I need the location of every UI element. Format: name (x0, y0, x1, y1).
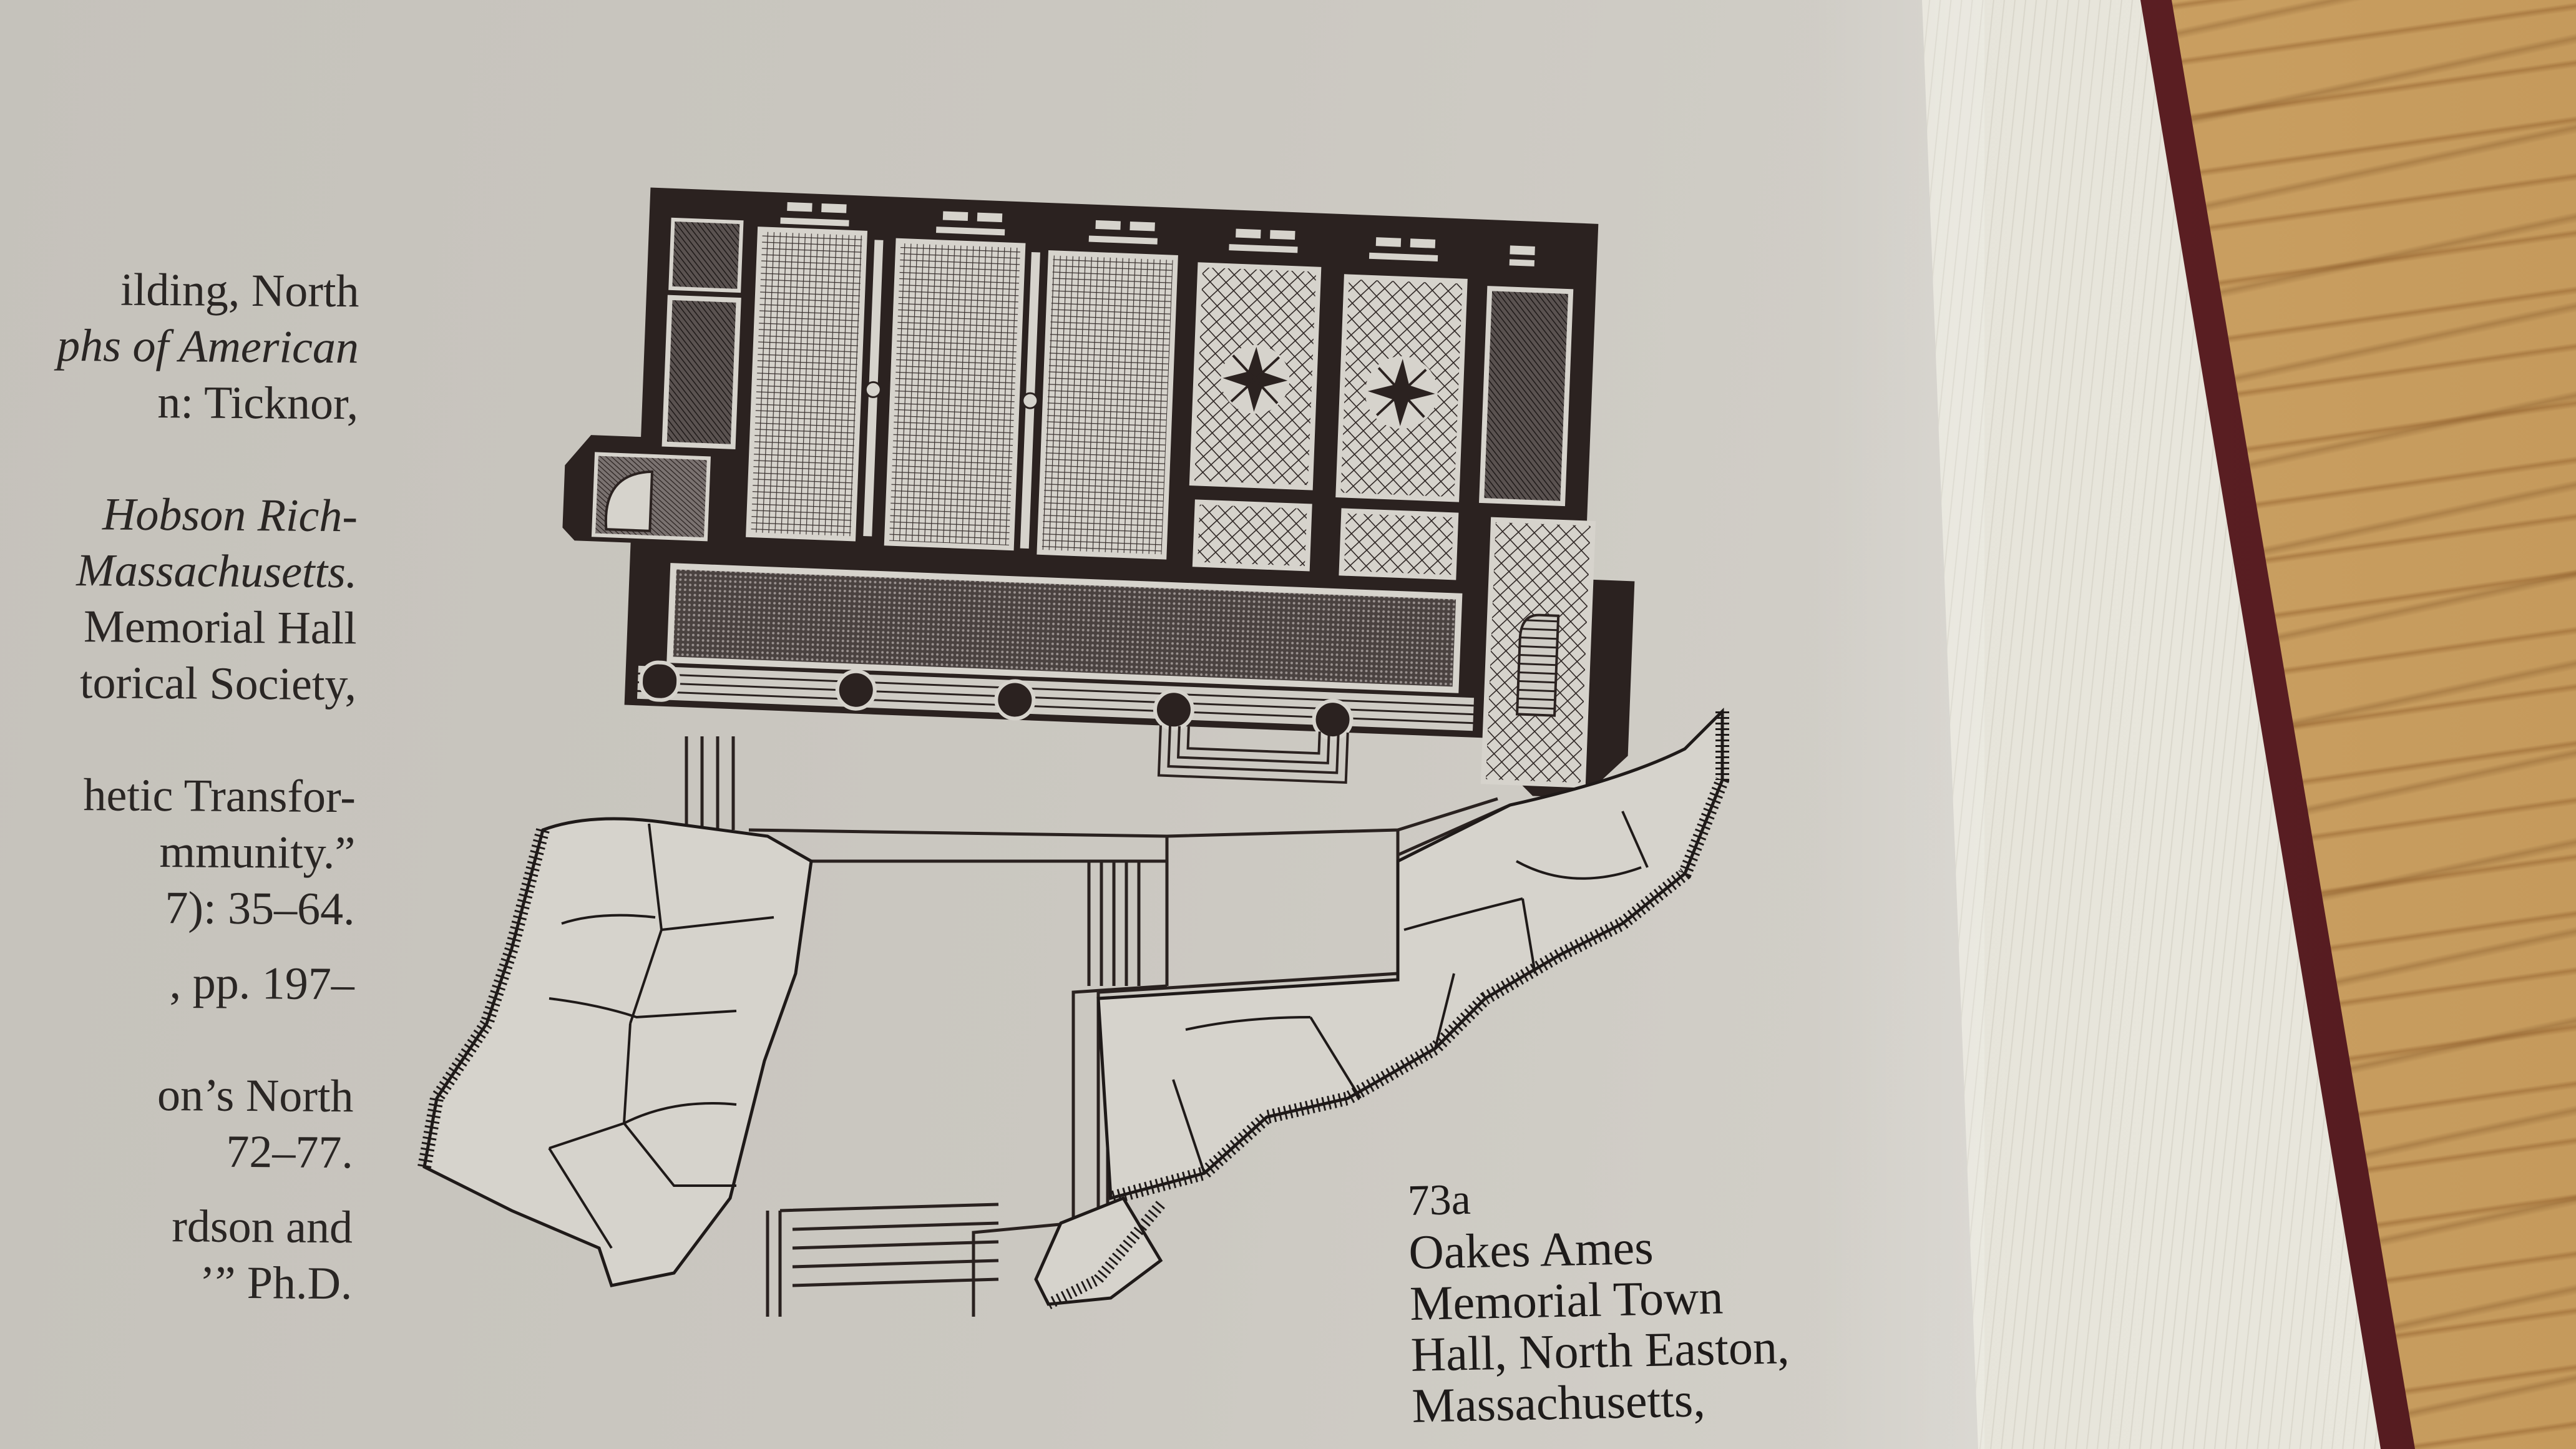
arcade-hall (666, 563, 1463, 693)
column-icon (864, 381, 882, 398)
spiral-stair (604, 470, 654, 532)
room-office (661, 295, 741, 450)
stone-wall-right (1096, 707, 1729, 1205)
page-shading (1810, 0, 1984, 1449)
room-grid-1 (746, 227, 868, 542)
stair-east (1516, 613, 1560, 717)
stone-wall-left (417, 817, 813, 1287)
figure-caption: 73a Oakes Ames Memorial Town Hall, North… (1407, 1171, 1791, 1433)
column-icon (1022, 392, 1039, 409)
room-grid-3 (1037, 250, 1178, 560)
room-east (1479, 286, 1574, 507)
caption-line: Massachusetts, (1411, 1372, 1706, 1433)
room-small-1 (1192, 499, 1312, 572)
windows-top (780, 202, 1535, 266)
room-small-2 (1339, 508, 1459, 580)
entrance-steps (1157, 725, 1349, 784)
room-grid-2 (884, 238, 1026, 551)
rosette-icon (1365, 356, 1438, 429)
caption-line: Oakes Ames (1408, 1219, 1654, 1279)
rosette-icon (1221, 344, 1290, 414)
figure-number: 73a (1407, 1175, 1471, 1225)
arcade-columns (639, 660, 1354, 741)
room-vestibule (668, 217, 744, 293)
caption-line: Hall, North Easton, (1410, 1319, 1790, 1382)
stone-wall-lower (1034, 1196, 1165, 1310)
